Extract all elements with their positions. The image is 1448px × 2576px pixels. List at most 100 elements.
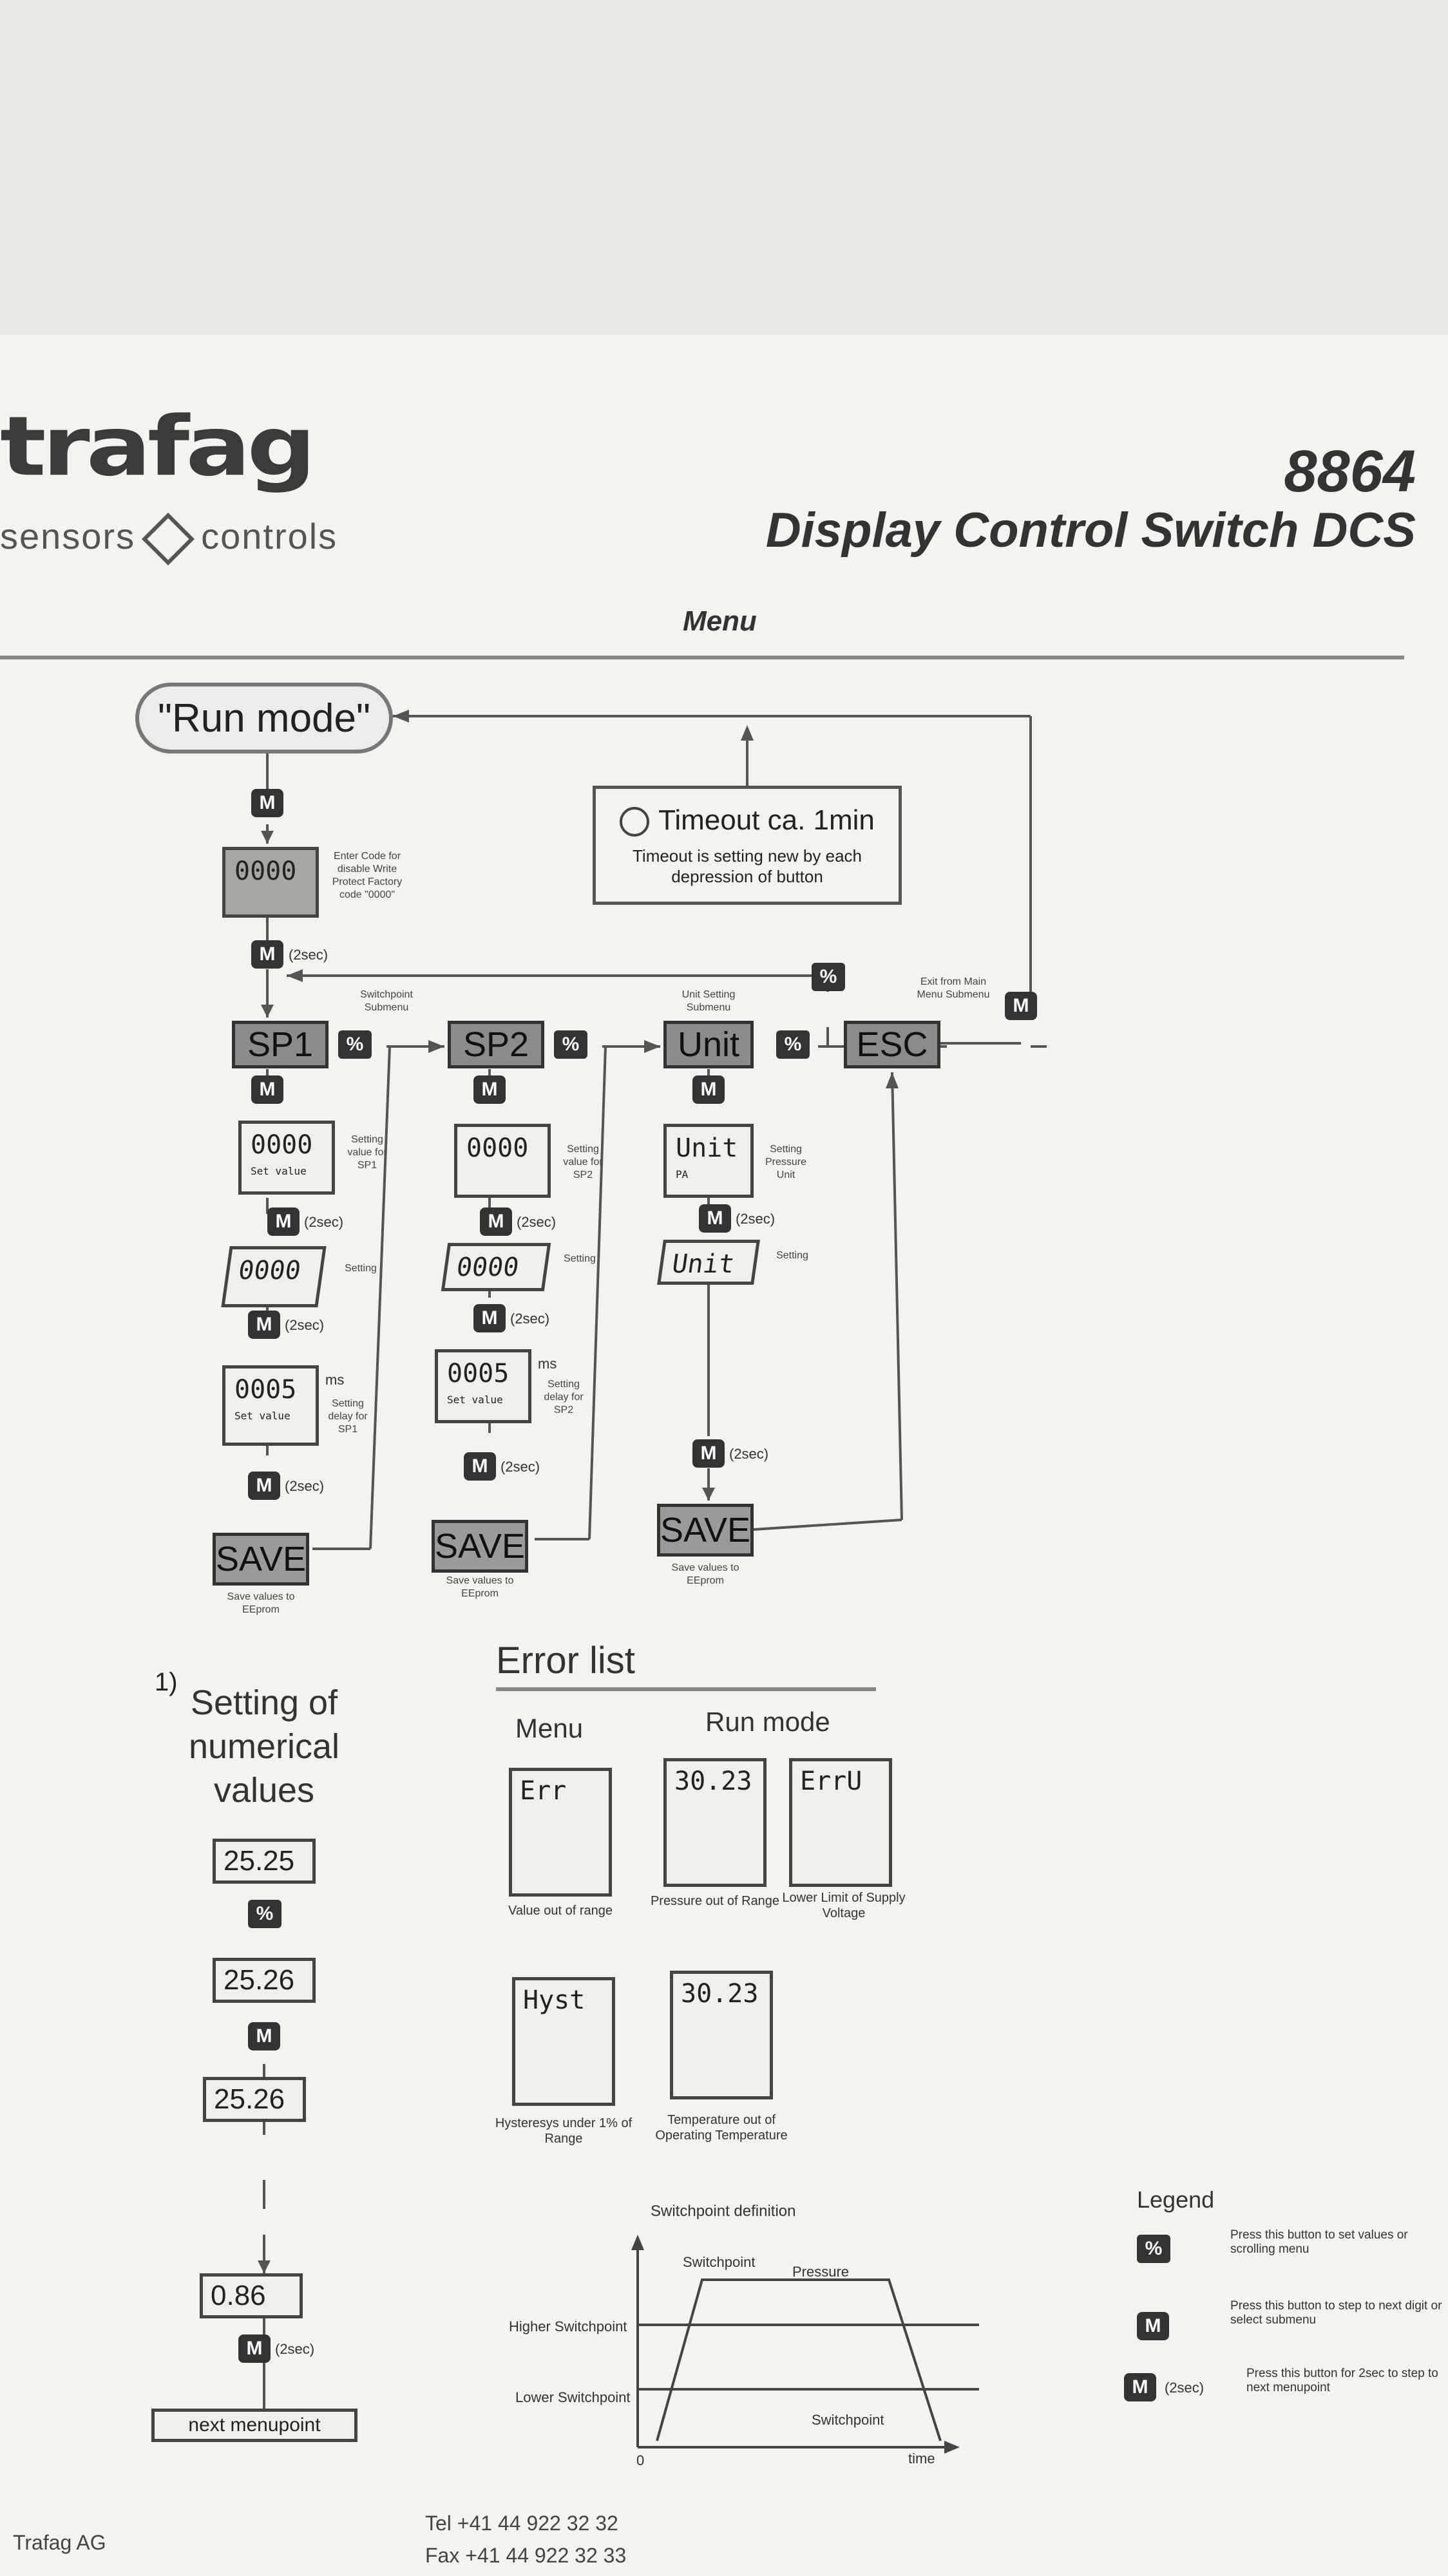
sp1-delay-sublabel: Set value — [234, 1410, 291, 1422]
error-caption-5: Temperature out of Operating Temperature — [655, 2113, 788, 2143]
footer-tel: Tel +41 44 922 32 32 — [425, 2512, 618, 2535]
error-list-rule — [496, 1687, 876, 1691]
menu-esc[interactable]: ESC — [844, 1021, 940, 1068]
sp2-delay-sublabel: Set value — [447, 1394, 503, 1406]
error-display-5: 30.23 — [670, 1971, 773, 2099]
higher-switchpoint-label: Higher Switchpoint — [509, 2318, 627, 2334]
clock-icon — [620, 807, 650, 837]
switchpoint-label-top: Switchpoint — [683, 2254, 756, 2270]
sp1-note-2: Setting — [345, 1263, 377, 1274]
m-button[interactable]: M — [473, 1075, 506, 1104]
brand-tagline: sensors controls — [0, 513, 338, 566]
m-button: M — [1124, 2373, 1156, 2401]
menu-sp1[interactable]: SP1 — [232, 1021, 329, 1068]
product-name: Display Control Switch DCS — [765, 503, 1416, 558]
sp1-note-3: Setting delay for SP1 — [328, 1398, 368, 1435]
save-note: Save values to EEprom — [227, 1591, 295, 1615]
set-button[interactable]: % — [338, 1030, 372, 1059]
unit-setting-note: Unit Setting Submenu — [681, 989, 736, 1013]
sp2-hyst-display: 0000 — [441, 1243, 551, 1291]
two-sec-label: (2sec) — [517, 1214, 557, 1230]
sp2-note-3: Setting delay for SP2 — [544, 1379, 584, 1416]
error-caption-4: Hysteresys under 1% of Range — [495, 2116, 633, 2146]
save-button[interactable]: SAVE — [432, 1520, 528, 1573]
switchpoint-def-title: Switchpoint definition — [651, 2202, 796, 2220]
m-button[interactable]: M — [464, 1452, 496, 1481]
sp1-sublabel: Set value — [251, 1165, 307, 1177]
error-display-value: Err — [520, 1776, 567, 1806]
switchpoint-label-bottom: Switchpoint — [812, 2412, 884, 2428]
sp2-value: 0000 — [466, 1133, 529, 1163]
two-sec-label: (2sec) — [500, 1459, 540, 1475]
save-note: Save values to EEprom — [671, 1562, 739, 1586]
error-caption-3: Lower Limit of Supply Voltage — [782, 1891, 906, 1920]
time-axis-label: time — [908, 2450, 935, 2467]
timeout-title: Timeout ca. 1min — [658, 804, 875, 836]
m-button[interactable]: M — [692, 1075, 725, 1104]
run-mode-state: "Run mode" — [135, 683, 393, 753]
footer-fax: Fax +41 44 922 32 33 — [425, 2544, 627, 2567]
section-title: Menu — [683, 605, 757, 637]
m-button[interactable]: M — [251, 940, 283, 969]
header-rule — [0, 656, 1404, 659]
sp1-hyst-value: 0000 — [236, 1256, 303, 1285]
m-button[interactable]: M — [251, 1075, 283, 1104]
sp2-note: Setting value for SP2 — [563, 1144, 603, 1180]
sp2-delay-unit: ms — [538, 1356, 557, 1372]
set-button[interactable]: % — [554, 1030, 587, 1059]
m-button[interactable]: M — [248, 1311, 280, 1339]
sp1-delay-value: 0005 — [234, 1375, 297, 1405]
error-col-menu: Menu — [515, 1713, 584, 1743]
two-sec-label: (2sec) — [285, 1317, 325, 1333]
code-value: 0000 — [234, 857, 297, 886]
m-button[interactable]: M — [473, 1304, 506, 1332]
lower-switchpoint-label: Lower Switchpoint — [515, 2389, 631, 2405]
num-display-2: 25.26 — [213, 1958, 316, 2003]
set-button[interactable]: % — [248, 1900, 281, 1928]
m-button[interactable]: M — [248, 1472, 280, 1500]
unit-confirm-value: Unit — [670, 1249, 737, 1279]
set-button[interactable]: % — [812, 963, 845, 991]
error-display-value: 30.23 — [681, 1979, 759, 2009]
unit-note-2: Setting — [776, 1250, 808, 1261]
menu-sp2[interactable]: SP2 — [448, 1021, 544, 1068]
error-display-4: Hyst — [512, 1977, 615, 2106]
sp1-value: 0000 — [251, 1130, 313, 1160]
error-caption-1: Value out of range — [508, 1904, 613, 1918]
switchpoint-note: Switchpoint Submenu — [360, 989, 413, 1013]
product-number: 8864 — [1284, 439, 1416, 504]
legend-m2-text: Press this button for 2sec to step to ne… — [1246, 2367, 1438, 2394]
m-button[interactable]: M — [267, 1208, 300, 1236]
set-button: % — [1137, 2235, 1170, 2263]
save-button[interactable]: SAVE — [657, 1504, 754, 1557]
m-button[interactable]: M — [248, 2022, 280, 2050]
save-button[interactable]: SAVE — [213, 1533, 309, 1586]
m-button[interactable]: M — [251, 789, 283, 817]
num-display-4: 0.86 — [200, 2273, 303, 2318]
legend-m-text: Press this button to step to next digit … — [1230, 2299, 1442, 2327]
save-note: Save values to EEprom — [446, 1575, 514, 1599]
legend-s-text: Press this button to set values or scrol… — [1230, 2228, 1408, 2256]
m-button[interactable]: M — [480, 1208, 512, 1236]
legend-title: Legend — [1137, 2186, 1215, 2213]
m-button: M — [1137, 2312, 1169, 2340]
error-display-value: Hyst — [523, 1985, 586, 2015]
m-button[interactable]: M — [699, 1204, 731, 1233]
sp1-note: Setting value for SP1 — [347, 1134, 387, 1171]
menu-unit[interactable]: Unit — [663, 1021, 754, 1068]
two-sec-label: (2sec) — [285, 1478, 325, 1494]
origin-label: 0 — [636, 2452, 645, 2468]
tagline-sensors: sensors — [0, 516, 136, 556]
footnote-marker: 1) — [155, 1668, 178, 1696]
m-button[interactable]: M — [238, 2334, 271, 2363]
tagline-controls: controls — [201, 516, 338, 556]
m-button[interactable]: M — [692, 1439, 725, 1468]
pressure-label: Pressure — [792, 2264, 850, 2280]
numerical-title: Setting of numerical values — [188, 1683, 340, 1810]
set-button[interactable]: % — [776, 1030, 810, 1059]
m-button[interactable]: M — [1005, 992, 1037, 1020]
two-sec-label: (2sec) — [289, 947, 329, 963]
